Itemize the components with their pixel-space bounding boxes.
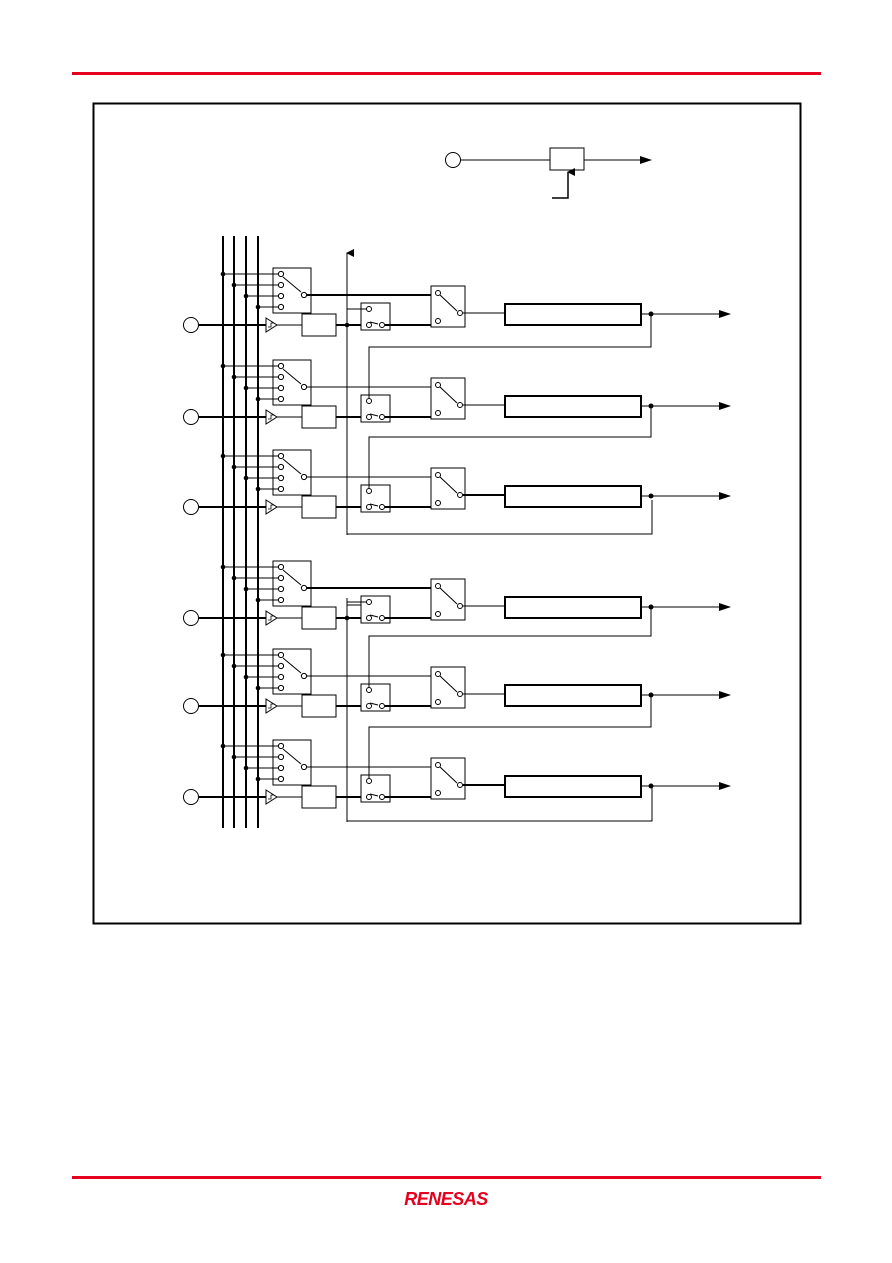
input-channel <box>183 560 731 630</box>
register-block <box>504 485 642 508</box>
schmitt-trigger-icon <box>265 610 278 626</box>
circle-pin-icon <box>183 317 199 333</box>
header-rule <box>72 72 821 75</box>
circle-pin-icon <box>183 789 199 805</box>
diagram-frame <box>92 102 802 925</box>
renesas-logo: RENESAS <box>404 1189 489 1209</box>
register-block <box>504 775 642 798</box>
circle-pin-icon <box>445 152 461 168</box>
circle-pin-icon <box>183 610 199 626</box>
schmitt-trigger-icon <box>265 789 278 805</box>
footer-rule <box>72 1176 821 1179</box>
function-block <box>301 405 337 429</box>
schmitt-trigger-icon <box>265 698 278 714</box>
register-block <box>504 395 642 418</box>
circle-pin-icon <box>183 698 199 714</box>
register-block <box>504 596 642 619</box>
input-channel <box>183 267 731 337</box>
circle-pin-icon <box>183 499 199 515</box>
function-block <box>549 147 585 171</box>
input-channel <box>183 695 731 809</box>
input-channel <box>183 607 731 718</box>
register-block <box>504 684 642 707</box>
schmitt-trigger-icon <box>265 317 278 333</box>
function-block <box>301 694 337 718</box>
input-channel <box>183 406 731 519</box>
function-block <box>301 785 337 809</box>
function-block <box>301 606 337 630</box>
input-channel <box>183 314 731 429</box>
circle-pin-icon <box>183 409 199 425</box>
group-return-lines <box>347 500 653 822</box>
logo-text: RENESAS <box>404 1189 488 1209</box>
schmitt-trigger-icon <box>265 409 278 425</box>
control-bus <box>222 236 259 828</box>
function-block <box>301 495 337 519</box>
register-block <box>504 303 642 326</box>
top-clock-block <box>445 147 652 199</box>
function-block <box>301 313 337 337</box>
schmitt-trigger-icon <box>265 499 278 515</box>
